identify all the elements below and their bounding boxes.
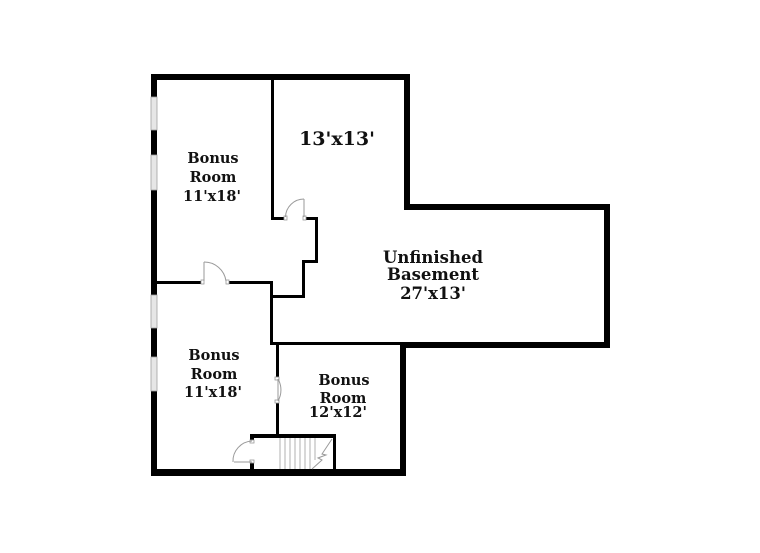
door-icon bbox=[200, 261, 230, 285]
wall-stub-upper bbox=[271, 217, 284, 220]
wall-bottom bbox=[151, 469, 406, 476]
wall-step-2 bbox=[302, 260, 318, 263]
room-label-bonus-room-upper: Bonus Room 11'x18' bbox=[183, 150, 241, 205]
room-label-bonus-room-lower-right: Bonus Room 12'x12' bbox=[309, 372, 370, 421]
wall-stair-jamb-top bbox=[250, 434, 254, 441]
wall-stair-right bbox=[333, 434, 336, 471]
wall-divider-upper bbox=[271, 78, 274, 220]
exterior-walls bbox=[151, 74, 610, 476]
wall-top bbox=[151, 74, 410, 80]
wall-lower-divider-bottom bbox=[276, 402, 279, 438]
staircase-icon bbox=[279, 438, 333, 470]
wall-mid-right bbox=[227, 281, 273, 284]
doors bbox=[200, 198, 307, 464]
room-name-line1: Bonus bbox=[318, 372, 369, 389]
wall-basement-bottom bbox=[400, 342, 610, 348]
room-name-line1: Unfinished bbox=[383, 248, 483, 267]
room-dimensions: 13'x13' bbox=[299, 128, 375, 150]
wall-step-4 bbox=[270, 295, 305, 298]
wall-lower-right bbox=[400, 342, 406, 476]
room-name-line1: Bonus bbox=[187, 150, 238, 167]
wall-basement-top bbox=[404, 204, 610, 210]
wall-step-3 bbox=[302, 260, 305, 298]
windows bbox=[150, 96, 158, 392]
room-name-line2: Room bbox=[320, 390, 367, 407]
wall-mid-vertical bbox=[270, 281, 273, 345]
room-dimensions: 27'x13' bbox=[400, 284, 466, 303]
wall-mid-left bbox=[155, 281, 203, 284]
door-icon bbox=[283, 198, 307, 221]
room-label-bonus-room-lower-left: Bonus Room 11'x18' bbox=[184, 347, 242, 401]
door-icon bbox=[232, 439, 255, 464]
room-dimensions: 12'x12' bbox=[309, 404, 367, 421]
wall-basement-bottom-left bbox=[270, 342, 404, 345]
window-icon bbox=[150, 294, 158, 329]
room-name-line2: Basement bbox=[387, 265, 479, 284]
wall-far-right bbox=[604, 204, 610, 348]
room-labels: Bonus Room 11'x18' 13'x13' Unfinished Ba… bbox=[183, 128, 483, 421]
room-name-line2: Room bbox=[191, 366, 238, 383]
wall-stair-jamb-bottom bbox=[250, 462, 254, 470]
room-label-13x13: 13'x13' bbox=[299, 128, 375, 150]
window-icon bbox=[150, 96, 158, 131]
window-icon bbox=[150, 356, 158, 392]
room-name-line1: Bonus bbox=[188, 347, 239, 364]
wall-upper-right bbox=[404, 74, 410, 210]
wall-stub-upper-2 bbox=[306, 217, 318, 220]
wall-lower-divider-top bbox=[276, 342, 279, 379]
interior-walls bbox=[155, 78, 404, 471]
window-icon bbox=[150, 154, 158, 191]
door-icon bbox=[274, 376, 282, 404]
room-label-unfinished-basement: Unfinished Basement 27'x13' bbox=[383, 248, 483, 303]
wall-step-1 bbox=[315, 217, 318, 263]
room-dimensions: 11'x18' bbox=[184, 384, 242, 401]
wall-stair-top bbox=[250, 434, 336, 438]
room-dimensions: 11'x18' bbox=[183, 188, 241, 205]
wall-left bbox=[151, 74, 157, 476]
room-name-line2: Room bbox=[190, 169, 237, 186]
